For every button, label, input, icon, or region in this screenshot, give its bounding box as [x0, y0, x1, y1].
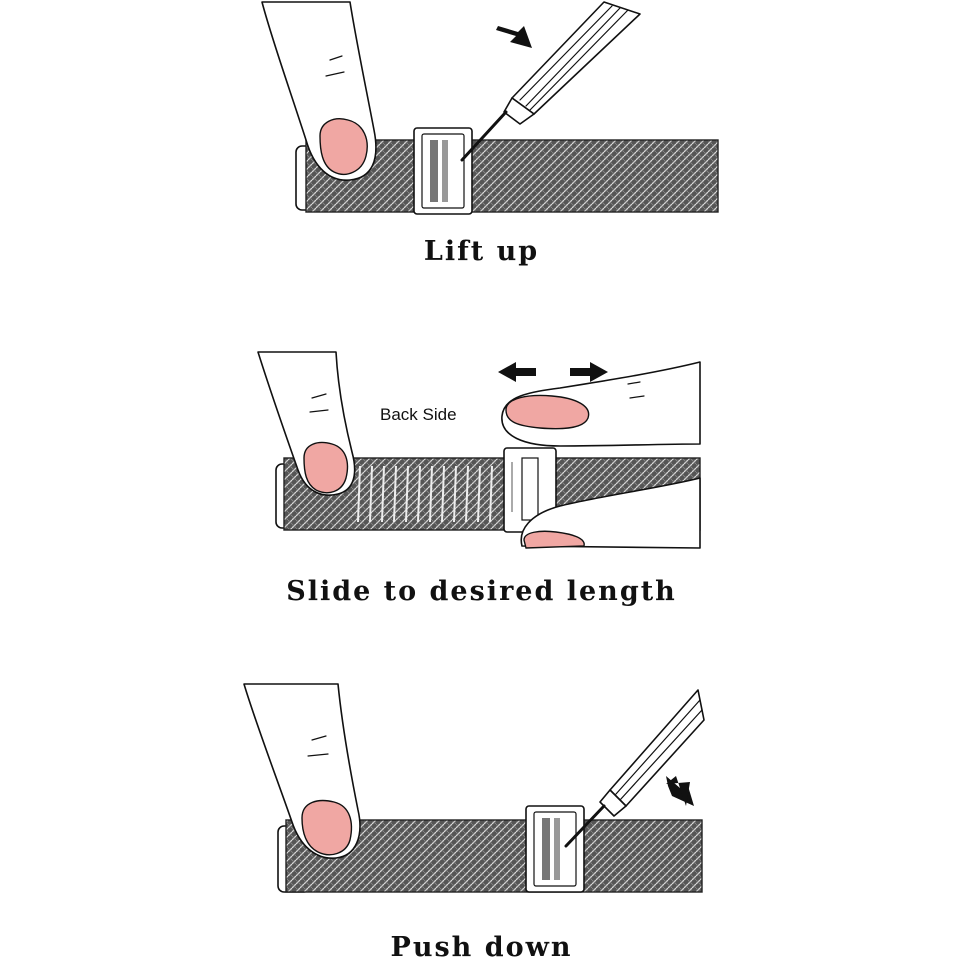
buckle-icon — [525, 805, 585, 893]
arrow-up-left-icon — [666, 776, 694, 806]
step-2-illustration: Back Side — [257, 351, 701, 549]
finger-icon — [501, 361, 701, 447]
fingernail-icon — [301, 799, 353, 856]
step-1-illustration — [261, 1, 719, 215]
finger-icon — [257, 351, 356, 496]
screwdriver-icon — [460, 1, 641, 162]
step-2-caption: Slide to desired length — [286, 576, 677, 607]
buckle-icon — [413, 127, 473, 215]
fingernail-icon — [523, 530, 585, 549]
fingernail-icon — [319, 118, 368, 175]
finger-icon — [520, 477, 701, 549]
band-back-ribs — [357, 465, 493, 523]
fingernail-icon — [303, 441, 349, 494]
arrow-up-left-icon — [666, 776, 690, 806]
buckle-icon — [503, 447, 557, 533]
step-3-illustration — [243, 683, 705, 893]
step-3-caption: Push down — [390, 932, 573, 963]
arrow-right-icon — [570, 362, 608, 382]
finger-icon — [243, 683, 361, 859]
finger-icon — [261, 1, 377, 181]
step-1-caption: Lift up — [423, 236, 540, 267]
arrow-down-right-icon — [496, 26, 532, 48]
back-side-label: Back Side — [380, 405, 457, 424]
arrow-left-icon — [498, 362, 536, 382]
fingernail-icon — [505, 394, 590, 430]
screwdriver-icon — [564, 689, 705, 848]
